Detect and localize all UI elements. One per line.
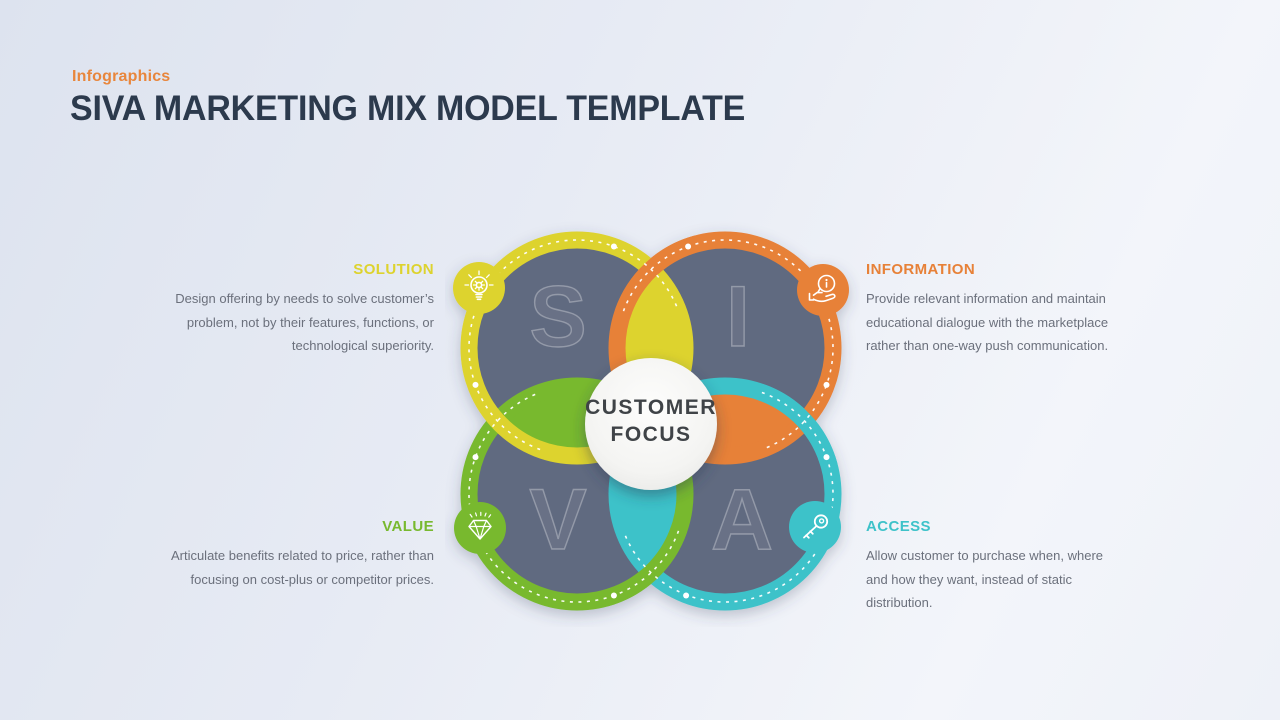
section-information: INFORMATION Provide relevant information… (866, 261, 1108, 358)
kicker: Infographics (72, 68, 171, 85)
ring-value (460, 377, 694, 611)
siva-venn-diagram: S I V A (453, 231, 849, 611)
center-label-line1: CUSTOMER (585, 396, 717, 419)
arc-dot (685, 243, 692, 250)
section-access-line: distribution. (866, 595, 933, 610)
section-solution: SOLUTION Design offering by needs to sol… (175, 261, 434, 358)
section-access: ACCESS Allow customer to purchase when, … (866, 518, 1103, 615)
section-solution-line: Design offering by needs to solve custom… (175, 291, 434, 306)
arc-dot (610, 592, 617, 599)
section-value-line: focusing on cost-plus or competitor pric… (190, 571, 435, 587)
dashed-arc-solution (468, 239, 680, 451)
diamond-icon (468, 511, 492, 540)
dashed-arc-information (622, 239, 834, 451)
section-information-heading: INFORMATION (866, 261, 976, 278)
badge-access (789, 501, 841, 553)
section-information-line: educational dialogue with the marketplac… (866, 314, 1109, 330)
section-access-heading: ACCESS (866, 518, 931, 535)
letter-v: V (529, 472, 586, 568)
ring-information (608, 231, 842, 465)
center-label-line2: FOCUS (611, 423, 692, 446)
page-title: SIVA MARKETING MIX MODEL TEMPLATE (70, 89, 746, 128)
arc-dot (472, 381, 479, 388)
dashed-arc-value (468, 391, 680, 603)
center-circle (585, 358, 717, 490)
dashed-arc-access (622, 391, 834, 603)
arc-dot (823, 454, 830, 461)
ring-access (608, 377, 842, 611)
section-value-heading: VALUE (382, 518, 434, 535)
section-value: VALUE Articulate benefits related to pri… (171, 518, 434, 591)
arc-dots (472, 243, 830, 599)
arc-dot (683, 592, 690, 599)
section-solution-line: technological superiority. (291, 338, 434, 353)
letter-a: A (711, 472, 773, 568)
key-icon (803, 514, 829, 539)
ring-solution (460, 231, 694, 465)
letter-s: S (529, 269, 586, 365)
arc-dot (823, 381, 830, 388)
info-hand-icon (808, 274, 836, 303)
section-information-line: rather than one-way push communication. (866, 338, 1109, 353)
arc-dot (610, 243, 617, 250)
arc-dot (472, 454, 479, 461)
badge-solution (453, 262, 505, 314)
section-solution-heading: SOLUTION (353, 261, 434, 278)
lightbulb-gear-icon (464, 270, 494, 301)
section-access-line: Allow customer to purchase when, where (866, 548, 1104, 563)
badge-value (454, 502, 506, 554)
letter-i: I (726, 269, 750, 365)
section-information-line: Provide relevant information and maintai… (866, 291, 1106, 306)
section-solution-line: problem, not by their features, function… (186, 314, 434, 330)
badge-information (797, 264, 849, 316)
section-value-line: Articulate benefits related to price, ra… (170, 548, 434, 563)
section-access-line: and how they want, instead of static (866, 571, 1072, 587)
